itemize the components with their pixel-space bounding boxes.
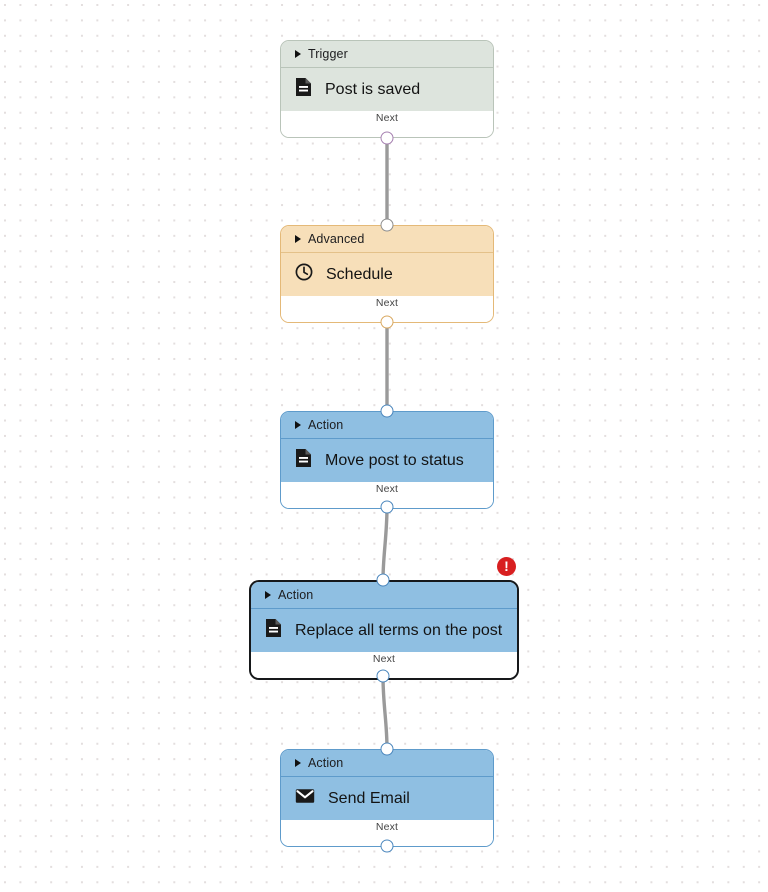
- next-port-label: Next: [375, 483, 399, 495]
- node-body[interactable]: Move post to status: [281, 439, 493, 482]
- workflow-node-action-replace-all-terms-on-the-post[interactable]: Action Replace all terms on the post Nex…: [249, 580, 519, 680]
- input-port-action-move-post-to-status[interactable]: [380, 404, 394, 418]
- node-body[interactable]: Replace all terms on the post: [251, 609, 517, 652]
- output-port-action-move-post-to-status[interactable]: [380, 500, 394, 514]
- node-title: Move post to status: [325, 451, 464, 469]
- next-port-label: Next: [372, 653, 396, 665]
- node-body[interactable]: Send Email: [281, 777, 493, 820]
- next-port-label: Next: [375, 821, 399, 833]
- expand-triangle-icon[interactable]: [295, 235, 301, 243]
- node-title: Replace all terms on the post: [295, 621, 503, 639]
- next-port-label: Next: [375, 112, 399, 124]
- node-category-label: Action: [308, 418, 344, 432]
- output-port-advanced-schedule[interactable]: [380, 315, 394, 329]
- expand-triangle-icon[interactable]: [295, 759, 301, 767]
- output-port-action-send-email[interactable]: [380, 839, 394, 853]
- edge-replace-terms-to-send-email: [381, 674, 389, 751]
- document-icon: [265, 618, 282, 643]
- node-category-label: Action: [308, 756, 344, 770]
- node-title: Post is saved: [325, 80, 421, 98]
- node-footer: Next: [281, 820, 493, 846]
- output-port-trigger-post-is-saved[interactable]: [380, 131, 394, 145]
- node-category-label: Trigger: [308, 47, 348, 61]
- input-port-action-send-email[interactable]: [380, 742, 394, 756]
- workflow-node-action-move-post-to-status[interactable]: Action Move post to status Next: [280, 411, 494, 509]
- node-title: Send Email: [328, 789, 410, 807]
- node-category-label: Advanced: [308, 232, 365, 246]
- output-port-action-replace-all-terms-on-the-post[interactable]: [376, 669, 390, 683]
- node-title: Schedule: [326, 265, 393, 283]
- input-port-advanced-schedule[interactable]: [380, 218, 394, 232]
- document-icon: [295, 448, 312, 473]
- node-body[interactable]: Post is saved: [281, 68, 493, 111]
- input-port-action-replace-all-terms-on-the-post[interactable]: [376, 573, 390, 587]
- node-body[interactable]: Schedule: [281, 253, 493, 296]
- workflow-node-advanced-schedule[interactable]: Advanced Schedule Next: [280, 225, 494, 323]
- document-icon: [295, 77, 312, 102]
- expand-triangle-icon[interactable]: [265, 591, 271, 599]
- error-badge-symbol: !: [504, 558, 509, 574]
- envelope-icon: [295, 788, 315, 809]
- node-header[interactable]: Action: [251, 582, 517, 609]
- expand-triangle-icon[interactable]: [295, 421, 301, 429]
- workflow-node-trigger-post-is-saved[interactable]: Trigger Post is saved Next: [280, 40, 494, 138]
- workflow-node-action-send-email[interactable]: Action Send Email Next: [280, 749, 494, 847]
- next-port-label: Next: [375, 297, 399, 309]
- expand-triangle-icon[interactable]: [295, 50, 301, 58]
- error-badge-icon[interactable]: !: [497, 557, 516, 576]
- node-header[interactable]: Trigger: [281, 41, 493, 68]
- edge-move-post-to-replace-terms: [381, 505, 389, 582]
- node-category-label: Action: [278, 588, 314, 602]
- clock-icon: [295, 263, 313, 286]
